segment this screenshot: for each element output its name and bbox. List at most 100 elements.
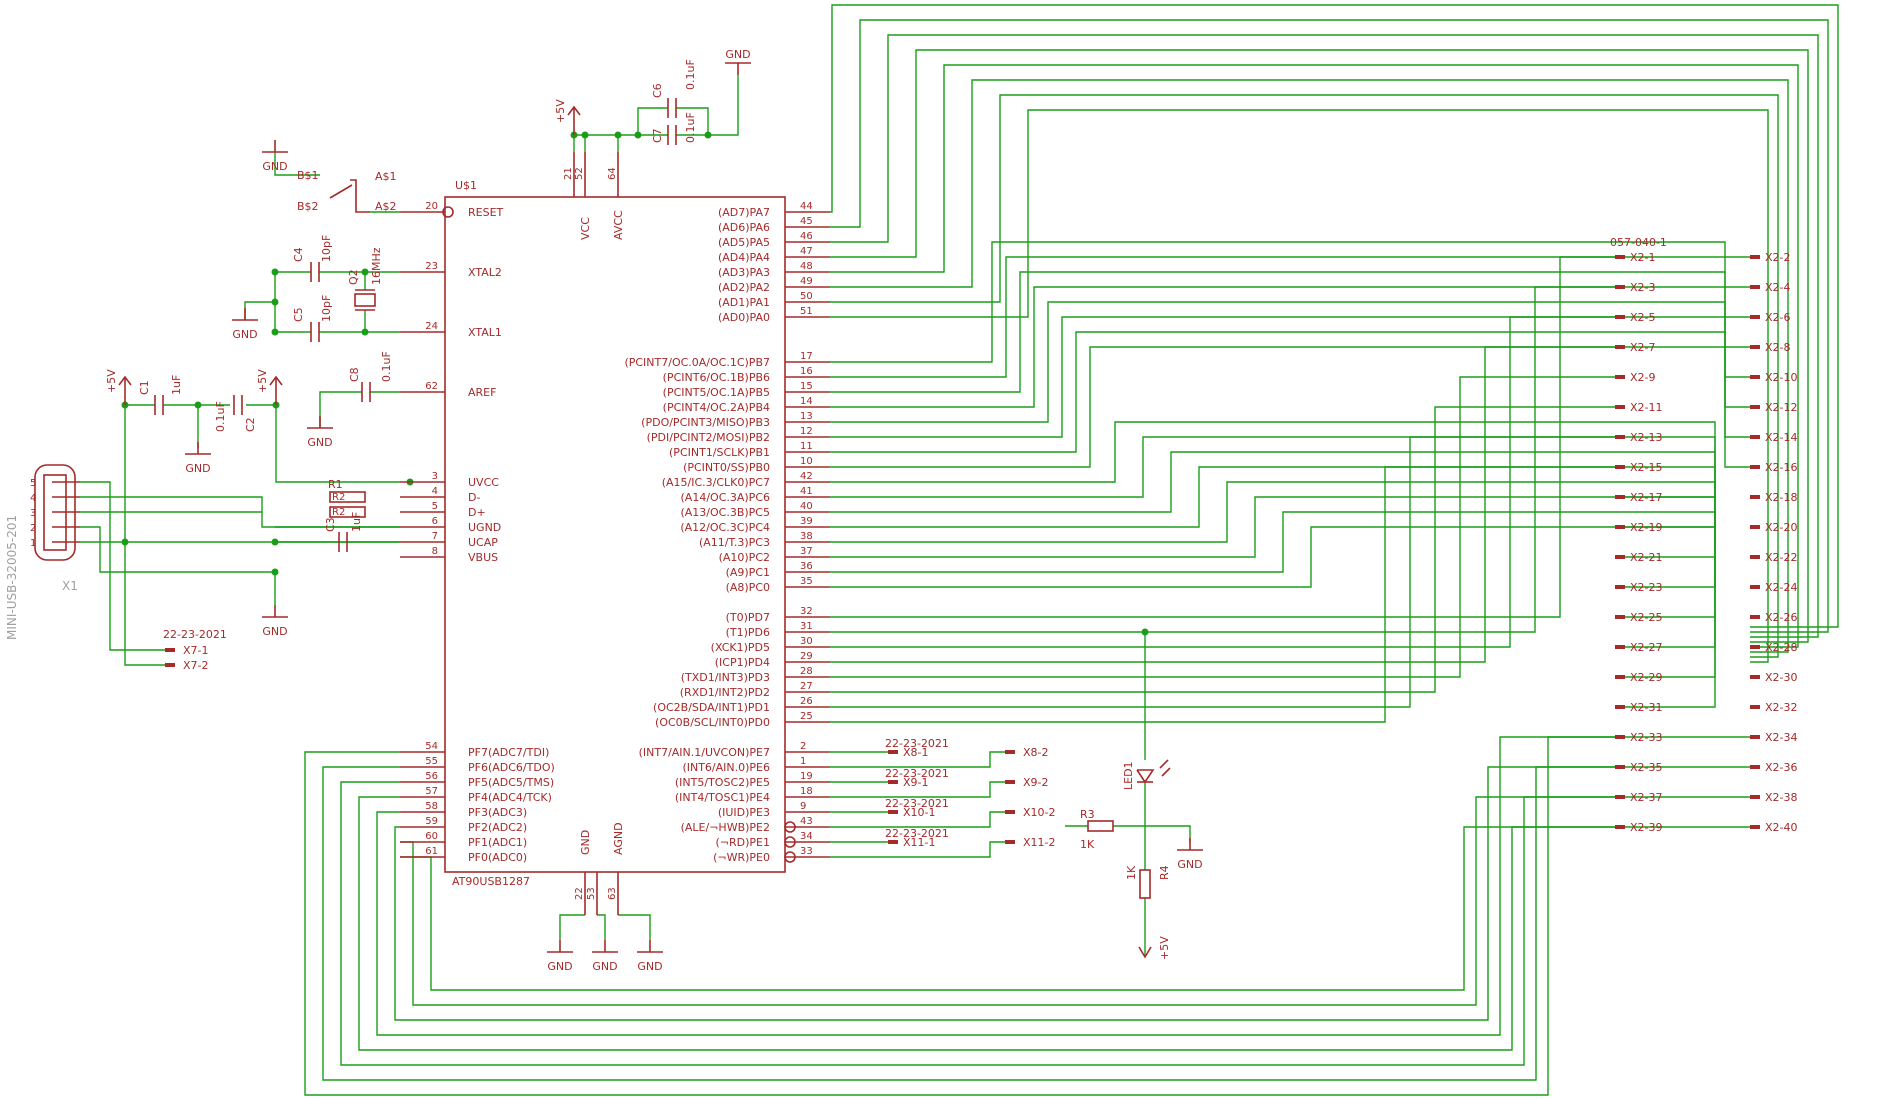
mcu-body <box>444 196 786 873</box>
pin-name-17: (PCINT7/OC.0A/OC.1C)PB7 <box>624 356 770 369</box>
c6-ref: C6 <box>651 83 664 98</box>
x2-pad-left <box>1615 465 1625 469</box>
x10-pin1-label: X10-1 <box>903 806 936 819</box>
pin-number-62: 62 <box>425 381 438 392</box>
x9-title: 22-23-2021 <box>885 767 949 780</box>
x8-pin2-label: X8-2 <box>1023 746 1049 759</box>
x2-pin-label-left: X2-1 <box>1630 251 1656 264</box>
cap-gnd-wire <box>708 75 739 136</box>
x10-pad-1 <box>888 810 898 814</box>
pin-name-37: (A10)PC2 <box>719 551 770 564</box>
x2-pad-right <box>1750 705 1760 709</box>
resistor-r2 <box>329 506 366 518</box>
pin-name-39: (A12/OC.3C)PC4 <box>680 521 770 534</box>
pin-number-33: 33 <box>800 846 813 857</box>
x2-pad-right <box>1750 465 1760 469</box>
pin-number-30: 30 <box>800 636 813 647</box>
junction <box>581 131 589 139</box>
r3-gnd-wire <box>1113 825 1191 842</box>
pin-name-19: (INT5/TOSC2)PE5 <box>675 776 770 789</box>
x2-pad-right <box>1750 525 1760 529</box>
gnd-label-usb: GND <box>185 462 210 475</box>
usb-gnd-wire <box>80 526 276 605</box>
x2-pad-right <box>1750 615 1760 619</box>
pin-number-5: 5 <box>432 501 438 512</box>
x11-pin2-wire <box>830 841 1005 858</box>
x2-pin-label-right: X2-24 <box>1765 581 1798 594</box>
pin-number-27: 27 <box>800 681 813 692</box>
bus-b-wire <box>830 286 1750 408</box>
x2-pin-label-left: X2-37 <box>1630 791 1663 804</box>
pin-name-28: (TXD1/INT3)PD3 <box>681 671 770 684</box>
pin-name-44: (AD7)PA7 <box>718 206 770 219</box>
pin-name-45: (AD6)PA6 <box>718 221 770 234</box>
pin-number-17: 17 <box>800 351 813 362</box>
x11-pin2-label: X11-2 <box>1023 836 1056 849</box>
pin-name-46: (AD5)PA5 <box>718 236 770 249</box>
inversion-bubble <box>784 821 796 833</box>
x2-pad-right <box>1750 765 1760 769</box>
bus-f-wire <box>358 796 1750 1051</box>
x2-pin-label-right: X2-12 <box>1765 401 1798 414</box>
pin-name-24: XTAL1 <box>468 326 502 339</box>
bus-f-wire <box>376 736 1615 1036</box>
x9-pad-1 <box>888 780 898 784</box>
bus-b-wire <box>830 271 1750 393</box>
aref-gnd-wire <box>319 391 362 428</box>
pin-name-4: D- <box>468 491 480 504</box>
resistor-r4 <box>1139 869 1151 899</box>
x2-pad-left <box>1615 405 1625 409</box>
c6-value: 0.1uF <box>684 59 697 90</box>
x9-pin1-label: X9-1 <box>903 776 929 789</box>
pin-number-37: 37 <box>800 546 813 557</box>
pin-name-58: PF3(ADC3) <box>468 806 527 819</box>
x2-pin-label-right: X2-16 <box>1765 461 1798 474</box>
pin-name-14: (PCINT4/OC.2A)PB4 <box>663 401 770 414</box>
pin-number-23: 23 <box>425 261 438 272</box>
c8-value: 0.1uF <box>380 351 393 382</box>
connector-x2: 057-040-1X2-1X2-3X2-5X2-7X2-9X2-11X2-13X… <box>1610 236 1798 834</box>
x9-pin2-wire <box>830 781 1005 798</box>
led-light-arrow <box>1161 767 1171 777</box>
bus-f-wire <box>394 766 1615 1021</box>
pin-name-18: (INT4/TOSC1)PE4 <box>675 791 770 804</box>
r4-value: 1K <box>1125 865 1138 880</box>
x2-pin-label-right: X2-34 <box>1765 731 1798 744</box>
x2-pin-label-left: X2-11 <box>1630 401 1663 414</box>
x2-pin-label-left: X2-39 <box>1630 821 1663 834</box>
junction <box>271 538 279 546</box>
bus-d-wire <box>830 436 1615 708</box>
switch-a2: A$2 <box>375 200 397 213</box>
pin-name-43: (ALE/¬HWB)PE2 <box>681 821 770 834</box>
pin-name-42: (A15/IC.3/CLK0)PC7 <box>662 476 770 489</box>
pin-name-54: PF7(ADC7/TDI) <box>468 746 549 759</box>
x1-ref: X1 <box>62 579 78 593</box>
pin-number-7: 7 <box>432 531 438 542</box>
usb-pin-number: 3 <box>30 508 36 519</box>
c5-ref: C5 <box>292 307 305 322</box>
bus-d-wire <box>830 466 1615 723</box>
bus-a-wire <box>830 64 1799 648</box>
x10-pin2-wire <box>830 811 1005 828</box>
junction <box>361 328 369 336</box>
x2-pad-left <box>1615 585 1625 589</box>
pin-name-7: UCAP <box>468 536 498 549</box>
pin-name-32: (T0)PD7 <box>726 611 770 624</box>
r1-pin-b: R2 <box>332 492 345 503</box>
junction <box>121 538 129 546</box>
pin-name-12: (PDI/PCINT2/MOSI)PB2 <box>647 431 770 444</box>
pin-name-25: (OC0B/SCL/INT0)PD0 <box>655 716 770 729</box>
pin-name-33: (¬WR)PE0 <box>713 851 770 864</box>
junction <box>1141 628 1149 636</box>
x2-pad-left <box>1615 615 1625 619</box>
x2-pad-left <box>1615 675 1625 679</box>
x2-pad-right <box>1750 735 1760 739</box>
c2-value: 0.1uF <box>214 401 227 432</box>
mcu-ref: U$1 <box>455 179 477 192</box>
x7-pin-label: X7-1 <box>183 644 209 657</box>
pin-number-52: 52 <box>574 167 585 180</box>
vcc-label-top: +5V <box>554 99 567 123</box>
x2-pin-label-left: X2-3 <box>1630 281 1656 294</box>
x2-pad-right <box>1750 345 1760 349</box>
